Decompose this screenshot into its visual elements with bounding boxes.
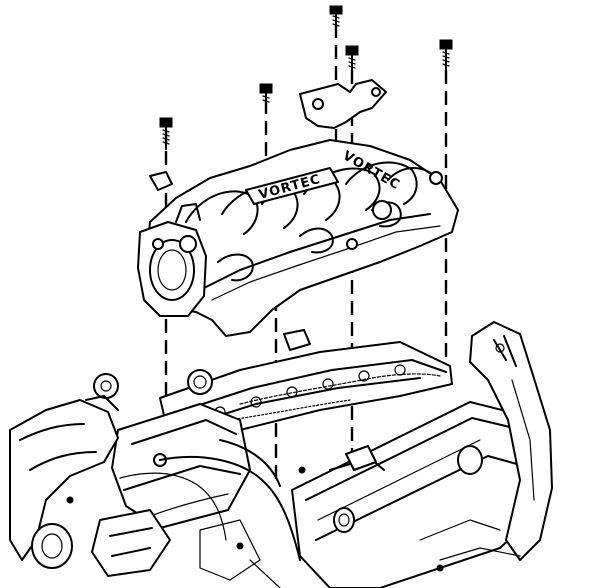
manifold-bolt — [439, 39, 453, 72]
engine-block-left — [9, 373, 261, 581]
fastener-dots — [66, 466, 444, 572]
right-valve-cover — [291, 401, 535, 588]
engine-block-right — [469, 321, 553, 561]
mounting-bracket — [299, 79, 387, 129]
manifold-bolt — [259, 83, 273, 108]
upper-intake-manifold: VORTEC VORTEC — [145, 139, 459, 337]
manifold-bolt — [345, 45, 359, 74]
left-valve-cover — [111, 403, 251, 529]
throttle-body — [137, 203, 207, 317]
hoses — [159, 439, 521, 588]
manifold-bolt — [329, 5, 343, 29]
manifold-bolt — [159, 117, 173, 150]
